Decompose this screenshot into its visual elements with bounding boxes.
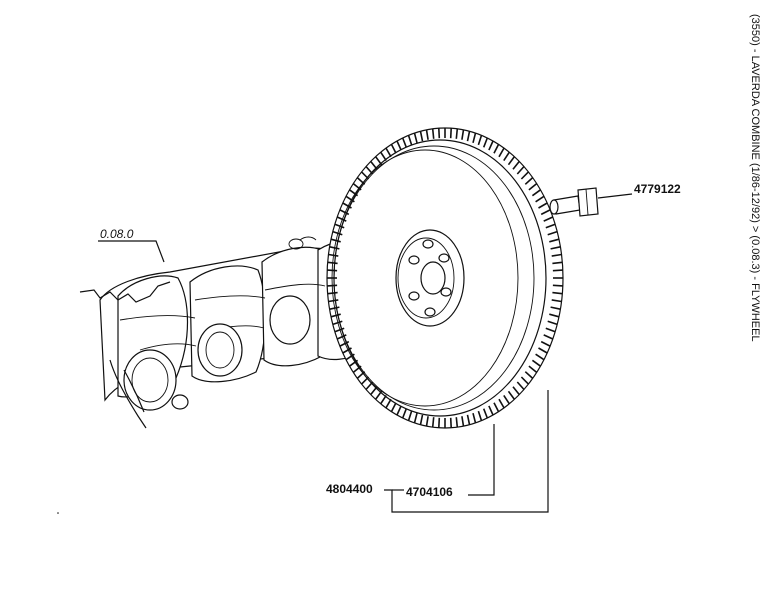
gear-tooth: [482, 137, 489, 148]
gear-tooth: [401, 137, 408, 148]
gear-tooth: [419, 131, 424, 142]
gear-tooth: [385, 147, 392, 158]
gear-tooth: [425, 416, 429, 427]
gear-tooth: [503, 394, 510, 405]
gear-tooth: [524, 177, 534, 185]
gear-tooth: [547, 320, 558, 326]
gear-tooth: [336, 334, 347, 340]
gear-tooth: [552, 269, 563, 272]
gear-tooth: [431, 417, 435, 428]
gear-tooth: [477, 135, 483, 146]
gear-tooth: [528, 365, 538, 374]
gear-tooth: [545, 223, 556, 229]
gear-tooth: [396, 140, 402, 151]
gear-tooth: [449, 417, 452, 428]
gear-tooth: [507, 156, 516, 166]
gear-tooth: [538, 347, 548, 354]
gear-tooth: [524, 371, 534, 379]
gear-tooth: [407, 410, 413, 421]
gear-tooth: [477, 410, 483, 421]
gear-tooth: [535, 353, 545, 361]
gear-tooth: [549, 313, 560, 318]
gear-tooth: [396, 405, 402, 416]
gear-tooth: [503, 151, 510, 162]
gear-tooth: [493, 402, 500, 413]
gear-tooth: [552, 291, 563, 295]
part-label-ring-gear[interactable]: 4704106: [406, 485, 453, 499]
gear-tooth: [551, 299, 562, 303]
gear-tooth: [413, 132, 418, 143]
gear-tooth: [466, 414, 471, 425]
gear-tooth: [339, 340, 350, 347]
gear-tooth: [455, 417, 459, 428]
gear-tooth: [472, 132, 477, 143]
part-label-flywheel-assembly[interactable]: 4804400: [326, 482, 373, 496]
gear-tooth: [512, 386, 520, 396]
gear-tooth: [498, 147, 505, 158]
gear-tooth: [552, 284, 563, 287]
gear-tooth: [431, 128, 435, 139]
gear-tooth: [550, 246, 561, 250]
gear-tooth: [449, 128, 452, 139]
gear-tooth: [535, 195, 545, 203]
gear-tooth: [336, 216, 347, 222]
gear-tooth: [488, 140, 494, 151]
gear-tooth: [339, 209, 350, 216]
gear-tooth: [540, 209, 551, 216]
gear-tooth: [482, 408, 489, 419]
gear-tooth: [466, 131, 471, 142]
gear-tooth: [512, 160, 520, 170]
gear-tooth: [531, 189, 541, 197]
gear-tooth: [334, 223, 345, 229]
gear-tooth: [516, 165, 525, 175]
gear-tooth: [545, 327, 556, 333]
stray-mark: [57, 512, 59, 514]
gear-tooth: [547, 230, 558, 236]
gear-tooth: [390, 143, 397, 154]
part-label-bolt[interactable]: 4779122: [634, 182, 681, 196]
gear-tooth: [540, 340, 551, 347]
gear-tooth: [531, 359, 541, 367]
gear-tooth: [334, 327, 345, 333]
gear-tooth: [520, 171, 529, 180]
gear-tooth: [407, 135, 413, 146]
part-label-crankshaft-ref[interactable]: 0.08.0: [100, 227, 134, 241]
gear-tooth: [461, 416, 465, 427]
gear-tooth: [438, 128, 441, 139]
gear-tooth: [488, 405, 494, 416]
gear-tooth: [543, 216, 554, 222]
gear-tooth: [390, 402, 397, 413]
gear-tooth: [507, 390, 516, 400]
gear-tooth: [472, 413, 477, 424]
gear-tooth: [493, 143, 500, 154]
gear-tooth: [413, 413, 418, 424]
gear-tooth: [543, 334, 554, 340]
gear-tooth: [425, 129, 429, 140]
bolt-4779122: [549, 187, 633, 217]
gear-tooth: [455, 128, 459, 139]
flywheel: [326, 127, 564, 429]
gear-tooth: [516, 381, 525, 391]
leader-lines: [98, 240, 549, 513]
gear-tooth: [461, 129, 465, 140]
gear-tooth: [552, 261, 563, 265]
gear-tooth: [549, 238, 560, 243]
gear-tooth: [551, 253, 562, 257]
gear-tooth: [538, 202, 548, 209]
gear-tooth: [419, 414, 424, 425]
gear-tooth: [438, 417, 441, 428]
gear-tooth: [520, 376, 529, 385]
side-title: (3550) - LAVERDA COMBINE (1/86-12/92) > …: [749, 14, 761, 342]
gear-tooth: [385, 398, 392, 409]
gear-tooth: [550, 306, 561, 310]
gear-tooth: [528, 182, 538, 191]
gear-tooth: [401, 408, 408, 419]
gear-tooth: [498, 398, 505, 409]
